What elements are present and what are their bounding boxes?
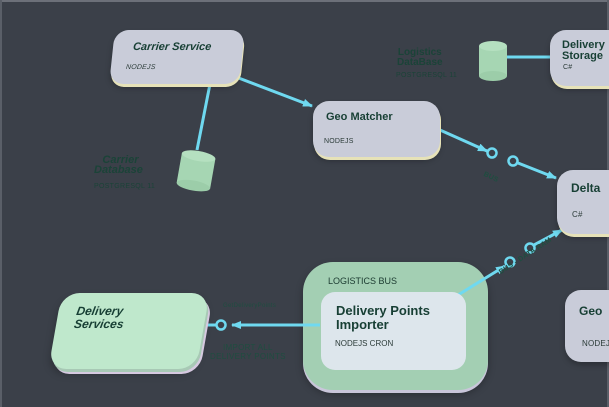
node-delivery-points-importer[interactable]: Delivery Points Importer NODEJS CRON <box>321 292 466 370</box>
carrier-database-label: Carrier Database <box>94 154 143 176</box>
logistics-bus-label: LOGISTICS BUS <box>328 276 398 286</box>
node-title: Geo <box>579 304 603 318</box>
node-tech: NODEJS <box>125 64 156 71</box>
import-line1: IMPORT ALL <box>222 343 273 352</box>
node-tech: C# <box>563 64 573 71</box>
edge-label-get-delivery-points: GetDeliveryPoints <box>223 303 277 309</box>
node-tech: C# <box>572 210 583 219</box>
edge-carrier-service-to-geo-matcher <box>235 75 313 108</box>
node-tech: NODEJS <box>324 138 354 145</box>
node-delivery-services[interactable]: Delivery Services <box>48 293 210 369</box>
import-line2: DELIVERY POINTS <box>210 352 286 361</box>
db-title-line1: Logistics <box>397 47 442 58</box>
logistics-database-cylinder[interactable] <box>476 40 510 82</box>
db-title-line1: Carrier <box>102 154 139 166</box>
edge-importer-to-bus-data-ram <box>457 264 506 297</box>
interface-port-get-delivery-points <box>215 319 227 331</box>
node-title-line2: Storage <box>562 50 603 62</box>
interface-port-bus-out <box>486 147 498 159</box>
interface-port-bus-in <box>507 155 519 167</box>
logistics-database-label: Logistics DataBase <box>397 48 443 68</box>
interface-port-data-ram-in <box>524 242 536 254</box>
node-geo[interactable]: Geo NODEJS <box>565 290 609 362</box>
node-delta[interactable]: Delta C# <box>557 170 609 234</box>
edge-label-import-all: IMPORT ALL DELIVERY POINTS <box>210 343 286 361</box>
carrier-database-tech: POSTGRESQL 11 <box>94 183 156 190</box>
carrier-database-cylinder[interactable] <box>174 148 220 194</box>
logistics-database-tech: POSTGRESQL 11 <box>396 72 458 79</box>
node-title: Delivery Services <box>73 304 127 331</box>
node-carrier-service[interactable]: Carrier Service NODEJS <box>109 30 245 84</box>
node-title-line2: Services <box>73 317 125 331</box>
edge-geo-matcher-to-bus <box>439 128 488 153</box>
node-title: Delta <box>571 181 601 195</box>
node-tech: NODEJS CRON <box>335 339 394 348</box>
db-title-line2: Database <box>94 164 143 176</box>
db-title-line2: DataBase <box>397 57 443 68</box>
node-title-line2: Importer <box>336 317 389 332</box>
edge-bus-data-ram-to-delta <box>533 228 563 247</box>
node-title: Carrier Service <box>132 41 212 53</box>
node-geo-matcher[interactable]: Geo Matcher NODEJS <box>313 101 440 157</box>
canvas-frame-top <box>0 0 609 2</box>
canvas-frame-left <box>0 0 2 407</box>
edge-bus-to-delta <box>517 161 557 180</box>
node-title-line1: Delivery Points <box>336 303 430 318</box>
node-title: Delivery Points Importer <box>336 304 430 332</box>
node-title: Geo Matcher <box>326 111 393 123</box>
node-delivery-storage[interactable]: Delivery Storage C# <box>550 30 609 86</box>
node-tech: NODEJS <box>582 339 609 348</box>
interface-port-data-ram-out <box>504 256 516 268</box>
node-title-line1: Delivery <box>562 39 605 51</box>
node-title: Delivery Storage <box>562 40 605 62</box>
edge-carrier-service-to-carrier-db <box>195 83 212 151</box>
